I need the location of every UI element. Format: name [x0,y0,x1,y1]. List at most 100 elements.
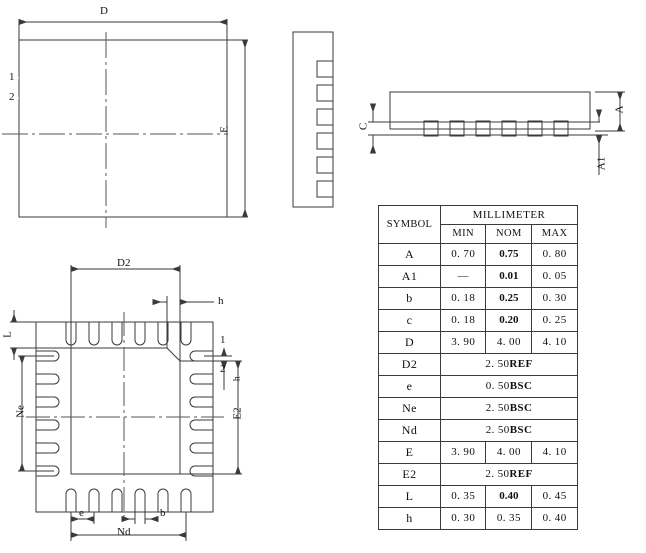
bottom-view-pad-bottom [134,488,146,512]
side-view-group [292,31,334,208]
label-E2: E2 [231,407,244,420]
bottom-view-pad-bottom [65,488,77,512]
bottom-view-pad-right [189,442,213,454]
bottom-view-pad-bottom [111,488,123,512]
bottom-view-pad-left [36,442,60,454]
cross-section-lead [475,120,491,137]
cell-symbol: b [378,287,441,310]
cross-section-lead [423,120,439,137]
cell-symbol: A [378,243,441,266]
label-h-corner: h [232,376,243,382]
side-view-lead [316,180,334,198]
bottom-view-pad-right [189,419,213,431]
cell-value-spanned: 0. 50BSC [439,375,579,398]
bottom-view-pad-top [88,322,100,346]
cell-symbol: E [378,441,441,464]
side-view-lead [316,84,334,102]
dimension-table-head: SYMBOL MILLIMETER MIN NOM MAX [378,205,579,244]
cell-min: 0. 70 [439,243,487,266]
cell-min: 3. 90 [439,331,487,354]
label-top-pin2: 2 [9,91,15,103]
value-number: 2. 50 [485,358,510,370]
bottom-view-pad-top [180,322,192,346]
value-number: 2. 50 [485,468,510,480]
cell-value-spanned: 2. 50BSC [439,419,579,442]
bottom-view-pad-top [157,322,169,346]
header-symbol: SYMBOL [378,205,441,244]
header-max: MAX [531,224,578,244]
bottom-view-group [10,265,242,541]
cell-nom: 0.01 [485,265,533,288]
cross-section-body [389,91,591,130]
table-row: Ne 2. 50BSC [378,397,579,420]
label-top-pin1: 1 [9,71,15,83]
bottom-view-pad-top [134,322,146,346]
label-Nd: Nd [117,526,131,538]
label-bottom-pin2: 2 [220,363,226,375]
bottom-view-pad-right [189,373,213,385]
bottom-view-pad-left [36,419,60,431]
label-E: E [218,126,231,133]
value-suffix: BSC [509,402,533,414]
cell-symbol: Nd [378,419,441,442]
cell-min: — [439,265,487,288]
cell-min: 3. 90 [439,441,487,464]
label-bottom-pin1: 1 [220,334,226,346]
side-view-lead [316,60,334,78]
cell-max: 0. 25 [531,309,578,332]
cross-section-lead [501,120,517,137]
cell-max: 0. 05 [531,265,578,288]
value-number: 0. 50 [485,380,510,392]
label-D: D [100,5,108,17]
bottom-view-pad-left [36,373,60,385]
label-A1: A1 [595,156,608,171]
label-Ne: Ne [14,405,27,418]
label-A: A [613,105,626,114]
cell-nom: 0.25 [485,287,533,310]
cell-symbol: Ne [378,397,441,420]
cell-symbol: D2 [378,353,441,376]
top-view-group [2,18,249,228]
cell-nom: 0. 35 [485,507,533,530]
side-view-lead [316,132,334,150]
header-nom: NOM [485,224,533,244]
value-suffix: BSC [509,380,533,392]
cell-min: 0. 18 [439,309,487,332]
header-min: MIN [439,224,487,244]
cell-min: 0. 18 [439,287,487,310]
cell-nom: 0.40 [485,485,533,508]
label-b-width: b [160,507,166,519]
value-suffix: REF [509,468,533,480]
cell-value-spanned: 2. 50REF [439,353,579,376]
cell-min: 0. 30 [439,507,487,530]
header-millimeter: MILLIMETER [439,205,579,225]
value-number: 2. 50 [485,402,510,414]
cell-max: 0. 40 [531,507,578,530]
table-header-row-1: SYMBOL MILLIMETER [378,205,579,244]
label-e-pitch: e [79,507,84,519]
label-L: L [1,331,14,338]
label-D2: D2 [117,257,131,269]
side-view-lead [316,156,334,174]
cell-max: 0. 30 [531,287,578,310]
table-header-row-2: MIN NOM MAX [379,224,578,244]
label-C: C [357,122,370,131]
cell-max: 0. 80 [531,243,578,266]
value-suffix: BSC [509,424,533,436]
bottom-view-pad-right [189,396,213,408]
label-h-chamfer: h [218,295,224,307]
